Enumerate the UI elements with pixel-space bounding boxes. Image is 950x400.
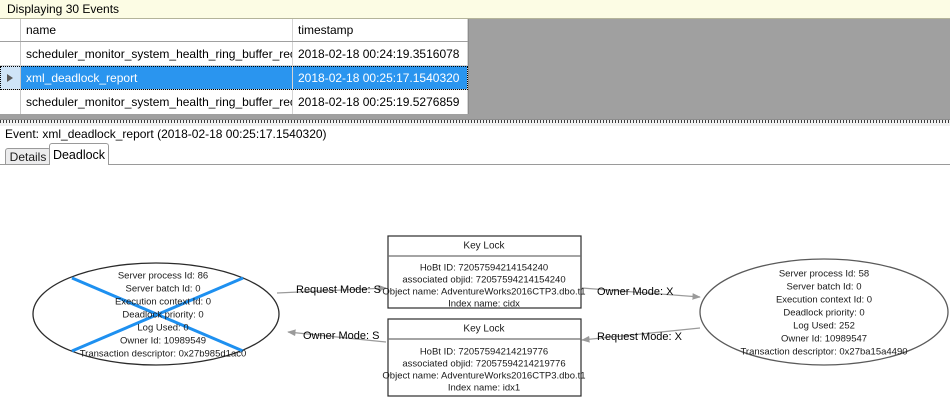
key-lock-bottom-line-2: Object name: AdventureWorks2016CTP3.dbo.… — [382, 371, 585, 382]
row-timestamp-cell[interactable]: 2018-02-18 00:25:19.5276859 — [293, 90, 468, 114]
edge-label-owner-mode-s: Owner Mode: S — [303, 330, 379, 342]
process-left-line-6: Transaction descriptor: 0x27b985d1ac0 — [80, 349, 247, 360]
events-banner: Displaying 30 Events — [0, 0, 950, 19]
process-left-line-1: Server batch Id: 0 — [126, 284, 201, 295]
splitter-grip[interactable] — [0, 120, 950, 123]
row-name-cell[interactable]: xml_deadlock_report — [21, 66, 293, 89]
row-name-cell[interactable]: scheduler_monitor_system_health_ring_buf… — [21, 90, 293, 114]
key-lock-top-line-2: Object name: AdventureWorks2016CTP3.dbo.… — [382, 287, 585, 298]
event-title: Event: xml_deadlock_report (2018-02-18 0… — [5, 127, 327, 141]
process-right-line-6: Transaction descriptor: 0x27ba15a4490 — [740, 347, 907, 358]
key-lock-top-line-1: associated objid: 72057594214154240 — [402, 275, 565, 286]
edge-top-owner-right: Owner Mode: X — [581, 286, 701, 300]
edge-bottom-owner-left: Owner Mode: S — [287, 329, 387, 343]
key-lock-bottom-line-1: associated objid: 72057594214219776 — [402, 359, 565, 370]
events-grid[interactable]: name timestamp scheduler_monitor_system_… — [0, 19, 469, 114]
row-selector-cell[interactable] — [0, 42, 21, 65]
process-right-ellipse[interactable] — [699, 258, 949, 366]
grid-header-row: name timestamp — [0, 19, 468, 42]
row-name-cell[interactable]: scheduler_monitor_system_health_ring_buf… — [21, 42, 293, 65]
resource-node-key-lock-top[interactable]: Key Lock HoBt ID: 72057594214154240 asso… — [382, 235, 586, 310]
process-right-line-0: Server process Id: 58 — [779, 269, 869, 280]
key-lock-bottom-box[interactable] — [387, 318, 582, 397]
process-right-line-5: Owner Id: 10989547 — [781, 334, 867, 345]
process-right-line-2: Execution context Id: 0 — [776, 295, 872, 306]
deadlock-graph-svg: Request Mode: S Owner Mode: X Owner Mode… — [32, 235, 949, 397]
events-count-label: Displaying 30 Events — [7, 2, 120, 16]
process-left-line-0: Server process Id: 86 — [118, 271, 208, 282]
deadlock-graph-canvas[interactable]: Request Mode: S Owner Mode: X Owner Mode… — [0, 164, 950, 400]
victim-cross-line-b — [71, 276, 244, 353]
row-timestamp-cell[interactable]: 2018-02-18 00:24:19.3516078 — [293, 42, 468, 65]
tab-details[interactable]: Details — [5, 148, 51, 165]
edge-label-request-mode-s: Request Mode: S — [296, 284, 381, 296]
process-left-line-4: Log Used: 0 — [137, 323, 188, 334]
key-lock-top-line-0: HoBt ID: 72057594214154240 — [420, 263, 548, 274]
process-left-line-2: Execution context Id: 0 — [115, 297, 211, 308]
table-row[interactable]: xml_deadlock_report 2018-02-18 00:25:17.… — [0, 66, 468, 90]
table-row[interactable]: scheduler_monitor_system_health_ring_buf… — [0, 90, 468, 114]
key-lock-top-title: Key Lock — [463, 241, 505, 252]
process-right-line-4: Log Used: 252 — [793, 321, 855, 332]
resource-node-key-lock-bottom[interactable]: Key Lock HoBt ID: 72057594214219776 asso… — [382, 318, 586, 397]
event-detail-header: Event: xml_deadlock_report (2018-02-18 0… — [0, 126, 950, 143]
process-right-line-1: Server batch Id: 0 — [787, 282, 862, 293]
table-row[interactable]: scheduler_monitor_system_health_ring_buf… — [0, 42, 468, 66]
edge-label-owner-mode-x: Owner Mode: X — [597, 286, 674, 298]
tab-deadlock[interactable]: Deadlock — [49, 143, 109, 165]
panel-splitter[interactable] — [0, 119, 950, 126]
grid-header-name[interactable]: name — [21, 19, 293, 41]
process-right-line-3: Deadlock priority: 0 — [783, 308, 864, 319]
key-lock-bottom-title: Key Lock — [463, 324, 505, 335]
process-node-left[interactable]: Server process Id: 86 Server batch Id: 0… — [32, 262, 280, 366]
grid-header-selector-cell — [0, 19, 21, 41]
edge-left-request-top: Request Mode: S — [276, 284, 387, 296]
process-left-line-3: Deadlock priority: 0 — [122, 310, 203, 321]
grid-header-timestamp[interactable]: timestamp — [293, 19, 468, 41]
tabstrip: Details Deadlock — [0, 143, 950, 165]
process-left-line-5: Owner Id: 10989549 — [120, 336, 206, 347]
key-lock-top-line-3: Index name: cidx — [448, 299, 520, 310]
edge-right-request-bottom: Request Mode: X — [581, 327, 701, 343]
events-grid-host: name timestamp scheduler_monitor_system_… — [0, 19, 950, 119]
edge-label-request-mode-x: Request Mode: X — [597, 331, 683, 343]
process-node-right[interactable]: Server process Id: 58 Server batch Id: 0… — [699, 258, 949, 366]
key-lock-bottom-line-0: HoBt ID: 72057594214219776 — [420, 347, 548, 358]
row-arrow-icon — [7, 73, 13, 82]
key-lock-top-box[interactable] — [387, 235, 582, 309]
row-timestamp-cell[interactable]: 2018-02-18 00:25:17.1540320 — [293, 66, 468, 89]
row-selector-cell[interactable] — [0, 66, 21, 89]
key-lock-bottom-line-3: Index name: idx1 — [448, 383, 520, 394]
row-selector-cell[interactable] — [0, 90, 21, 114]
